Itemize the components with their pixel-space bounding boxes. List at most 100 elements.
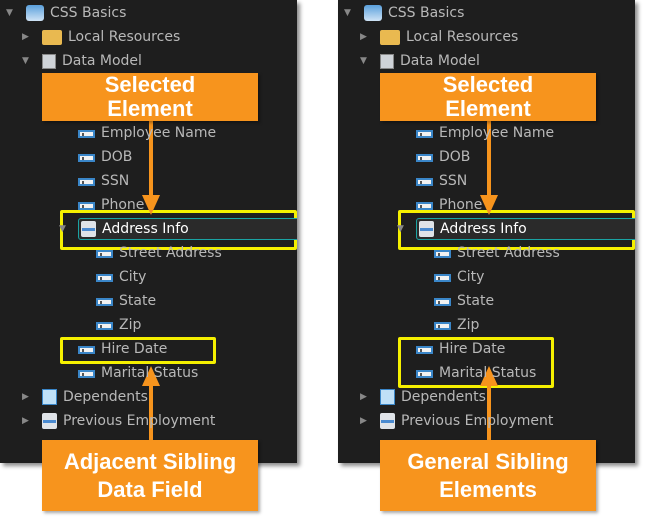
tree-item[interactable]: ▶Previous Employment — [360, 410, 553, 432]
tree-item[interactable]: Employee Name — [416, 122, 554, 144]
data-group-icon — [380, 413, 395, 429]
tree-item-label: Zip — [457, 317, 480, 333]
expand-arrow-icon[interactable]: ▶ — [360, 32, 367, 42]
arrow-up-head-icon — [480, 366, 498, 386]
tree-item[interactable]: ▼ CSS Basics — [344, 2, 465, 24]
tree-item[interactable]: ▼ Data Model — [22, 50, 142, 72]
data-group-icon — [419, 221, 434, 237]
folder-icon — [42, 29, 62, 45]
arrow-down-head-icon — [480, 195, 498, 215]
sibling-highlight — [398, 337, 554, 388]
tree-item-label: City — [119, 269, 147, 285]
tree-item[interactable]: Zip — [96, 314, 141, 336]
tree-item[interactable]: ▶ Local Resources — [22, 26, 181, 48]
expand-arrow-icon[interactable]: ▶ — [22, 32, 29, 42]
tree-item-label: Street Address — [457, 245, 560, 261]
tree-item[interactable]: SSN — [78, 170, 129, 192]
collapse-arrow-icon[interactable]: ▼ — [59, 224, 66, 234]
table-icon — [42, 389, 57, 405]
tree-item[interactable]: City — [96, 266, 146, 288]
data-field-icon — [78, 178, 95, 186]
arrow-down-shaft — [487, 121, 491, 197]
data-field-icon — [416, 154, 433, 162]
arrow-down-head-icon — [142, 195, 160, 215]
data-field-icon — [434, 250, 451, 258]
tree-item-label: CSS Basics — [388, 5, 465, 21]
collapse-arrow-icon[interactable]: ▼ — [397, 224, 404, 234]
tree-item-label: Phone — [439, 197, 483, 213]
arrow-up-shaft — [149, 385, 153, 441]
tree-item-label: Address Info — [440, 221, 527, 237]
arrow-up-head-icon — [142, 366, 160, 386]
tree-item[interactable]: ▼ Data Model — [360, 50, 480, 72]
tree-item[interactable]: Street Address — [96, 242, 222, 264]
data-field-icon — [416, 178, 433, 186]
collapse-arrow-icon[interactable]: ▼ — [344, 8, 351, 18]
tree-item-label: Hire Date — [439, 341, 506, 357]
tree-item-label: Data Model — [400, 53, 480, 69]
data-model-icon — [380, 53, 394, 69]
tree-item-label: Data Model — [62, 53, 142, 69]
collapse-arrow-icon[interactable]: ▼ — [360, 56, 367, 66]
tree-item[interactable]: State — [96, 290, 156, 312]
data-field-icon — [78, 346, 95, 354]
tree-item[interactable]: ▼CSS Basics — [6, 2, 126, 24]
tree-item[interactable]: Phone — [78, 194, 144, 216]
tree-item[interactable]: SSN — [416, 170, 467, 192]
tree-item[interactable]: ▶Dependents — [360, 386, 486, 408]
tree-item[interactable]: Marital Status — [78, 362, 198, 384]
collapse-arrow-icon[interactable]: ▼ — [22, 56, 29, 66]
sibling-highlight — [60, 337, 216, 364]
expand-arrow-icon[interactable]: ▶ — [22, 416, 29, 426]
tree-item[interactable]: Employee Name — [78, 122, 216, 144]
data-group-icon — [42, 413, 57, 429]
data-field-icon — [434, 274, 451, 282]
tree-item-label: Dependents — [63, 389, 148, 405]
tree-item[interactable]: ▼ Address Info — [397, 218, 635, 240]
tree-item[interactable]: ▶Previous Employment — [22, 410, 215, 432]
table-icon — [380, 389, 395, 405]
tree-item-label: Phone — [101, 197, 145, 213]
callout-selected-element: Selected Element — [42, 73, 258, 121]
tree-item-label: Street Address — [119, 245, 222, 261]
database-icon — [26, 5, 44, 21]
data-field-icon — [434, 322, 451, 330]
tree-item-label: Hire Date — [101, 341, 168, 357]
tree-item[interactable]: ▼Address Info — [59, 218, 297, 240]
tree-item[interactable]: DOB — [78, 146, 132, 168]
collapse-arrow-icon[interactable]: ▼ — [6, 8, 13, 18]
folder-icon — [380, 29, 400, 45]
tree-item-label: Employee Name — [101, 125, 217, 141]
data-field-icon — [78, 130, 95, 138]
data-field-icon — [416, 370, 433, 378]
callout-sibling: General Sibling Elements — [380, 440, 596, 511]
tree-item[interactable]: Hire Date — [78, 338, 167, 360]
tree-item[interactable]: Phone — [416, 194, 482, 216]
tree-item[interactable]: State — [434, 290, 494, 312]
tree-item-label: State — [457, 293, 495, 309]
expand-arrow-icon[interactable]: ▶ — [360, 392, 367, 402]
arrow-down-shaft — [149, 121, 153, 197]
tree-item-label: City — [457, 269, 485, 285]
arrow-up-shaft — [487, 385, 491, 441]
tree-item-label: SSN — [101, 173, 130, 189]
expand-arrow-icon[interactable]: ▶ — [22, 392, 29, 402]
tree-item[interactable]: ▶ Dependents — [22, 386, 148, 408]
tree-item-label: Local Resources — [68, 29, 181, 45]
data-field-icon — [96, 298, 113, 306]
data-field-icon — [96, 322, 113, 330]
data-field-icon — [78, 370, 95, 378]
data-field-icon — [416, 346, 433, 354]
data-field-icon — [434, 298, 451, 306]
data-field-icon — [78, 202, 95, 210]
tree-item[interactable]: Hire Date — [416, 338, 505, 360]
tree-item[interactable]: City — [434, 266, 484, 288]
tree-item[interactable]: DOB — [416, 146, 470, 168]
tree-item[interactable]: ▶Local Resources — [360, 26, 518, 48]
tree-item-label: SSN — [439, 173, 468, 189]
tree-item[interactable]: Zip — [434, 314, 479, 336]
tree-item-label: Zip — [119, 317, 142, 333]
tree-item[interactable]: Marital Status — [416, 362, 536, 384]
tree-item[interactable]: Street Address — [434, 242, 560, 264]
expand-arrow-icon[interactable]: ▶ — [360, 416, 367, 426]
